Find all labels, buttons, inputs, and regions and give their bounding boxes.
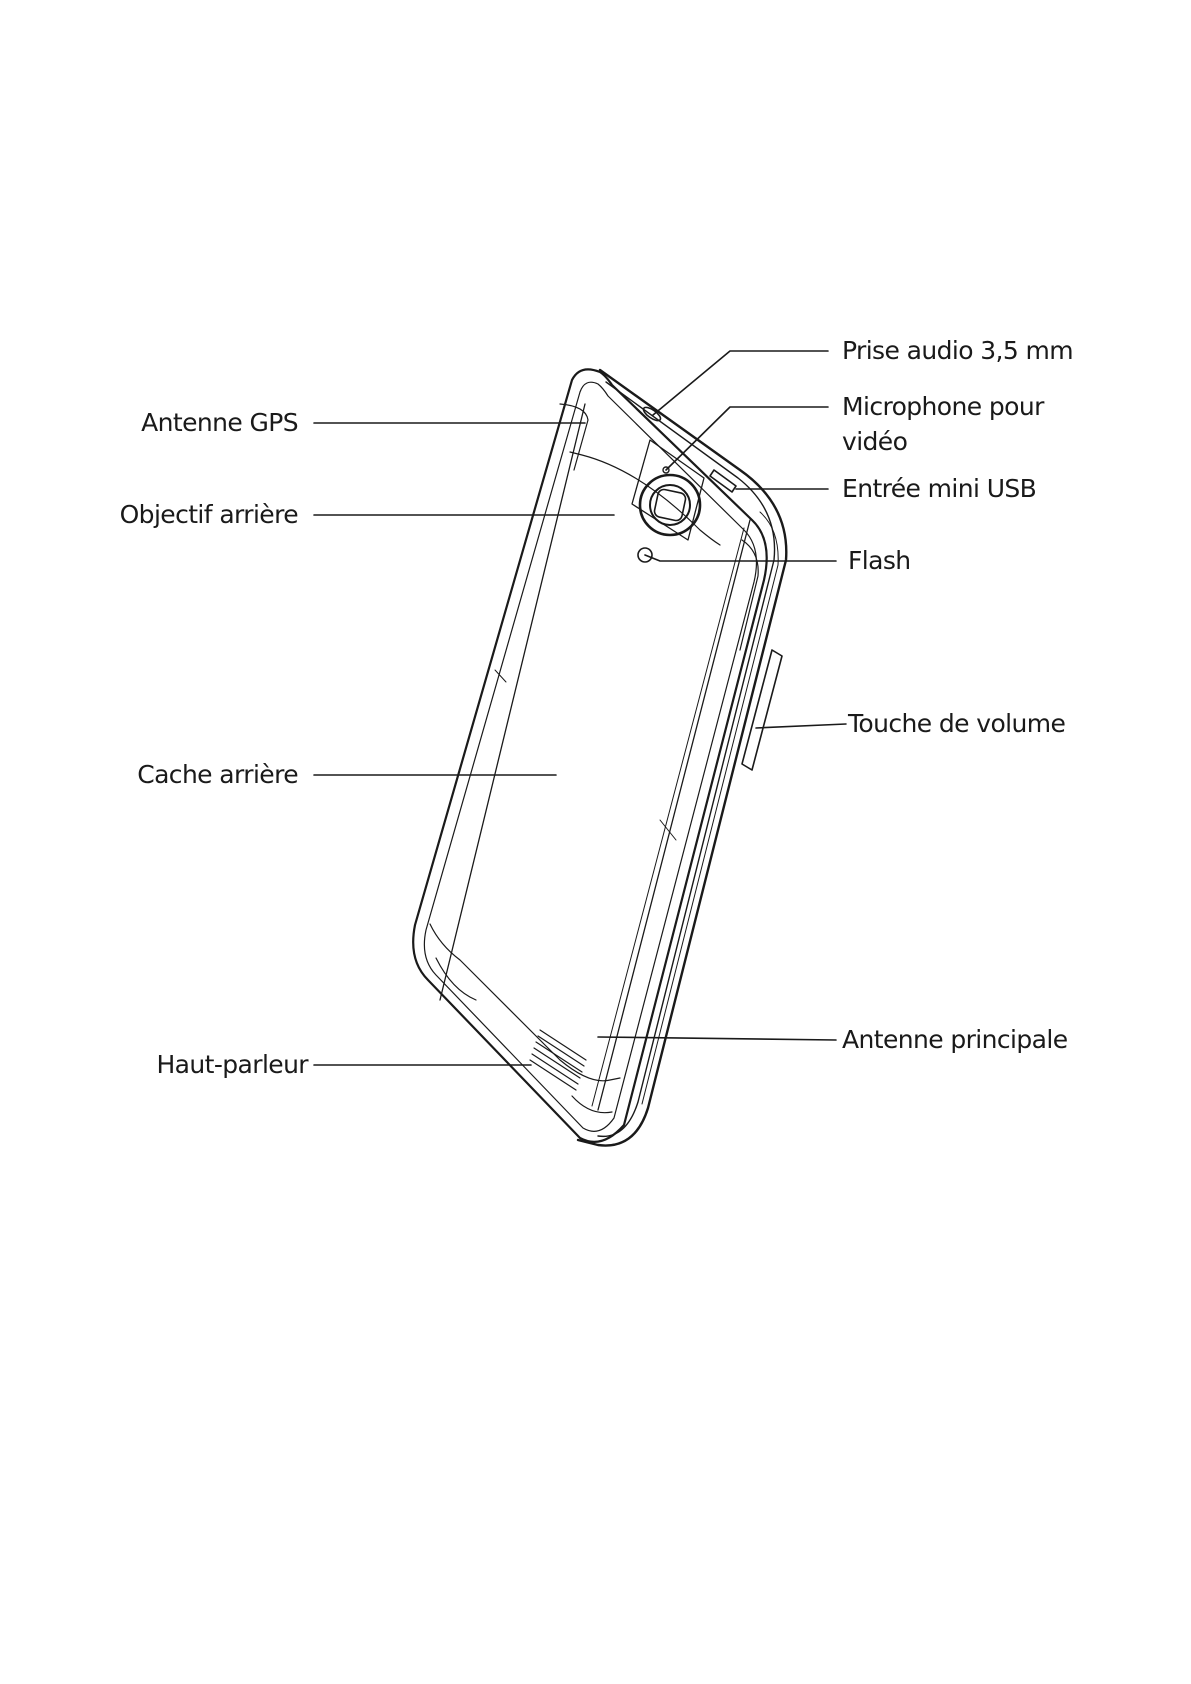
label-microphone: Microphone pour vidéo	[842, 389, 1082, 459]
label-touche-volume: Touche de volume	[848, 706, 1065, 741]
phone-inner-rim	[424, 382, 756, 1131]
label-cache-arriere: Cache arrière	[120, 757, 298, 792]
body-line-right	[598, 520, 750, 1110]
label-haut-parleur: Haut-parleur	[130, 1047, 308, 1082]
label-antenne-gps: Antenne GPS	[140, 405, 298, 440]
label-microphone-line2: vidéo	[842, 424, 1082, 459]
label-antenne-principale: Antenne principale	[842, 1022, 1068, 1057]
label-microphone-line1: Microphone pour	[842, 389, 1082, 424]
phone-body	[413, 369, 786, 1145]
label-entree-usb: Entrée mini USB	[842, 471, 1036, 506]
body-line-left	[440, 404, 585, 1000]
label-flash: Flash	[848, 543, 911, 578]
label-prise-audio: Prise audio 3,5 mm	[842, 333, 1073, 368]
leader-antenne-principale	[598, 1037, 836, 1040]
camera-lens-square	[653, 488, 686, 521]
leader-touche-volume	[756, 724, 846, 728]
leader-prise-audio	[653, 351, 828, 415]
bottom-cap-line	[430, 924, 620, 1081]
label-objectif-arriere: Objectif arrière	[100, 497, 298, 532]
phone-outline	[413, 369, 767, 1142]
leader-lines	[314, 351, 846, 1065]
